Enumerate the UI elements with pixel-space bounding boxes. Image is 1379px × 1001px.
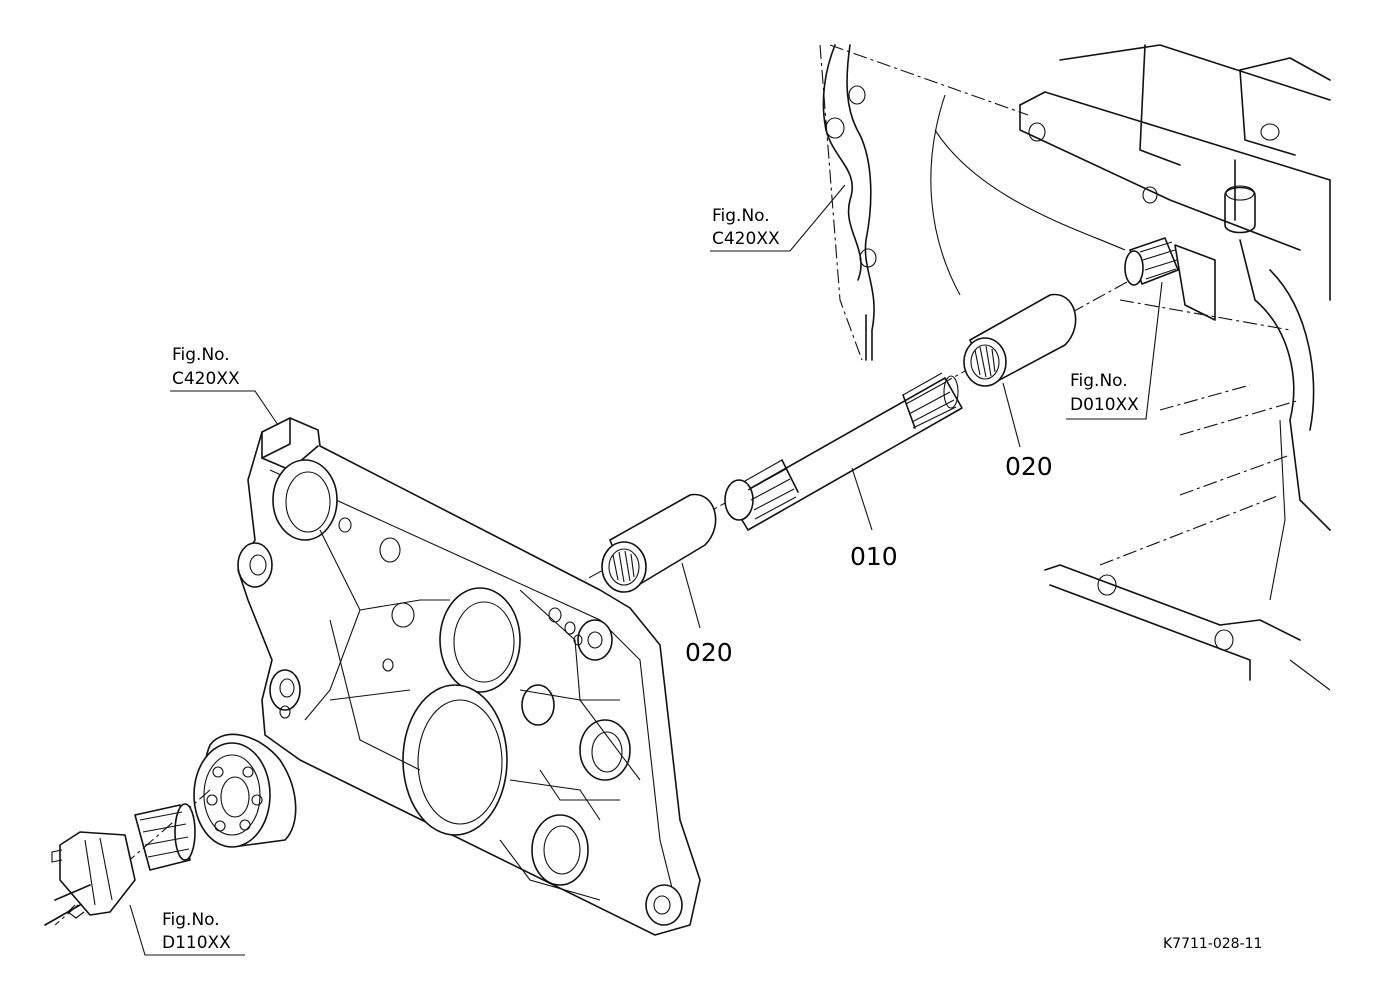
drawing-code: K7711-028-11 <box>1163 936 1262 952</box>
ref-label-d010-line1: Fig.No. <box>1070 371 1128 391</box>
part-number-bushing-left: 020 <box>685 638 733 667</box>
ref-label-d010-line2: D010XX <box>1070 395 1139 415</box>
ref-label-d110-line1: Fig.No. <box>162 910 220 930</box>
shaft <box>724 372 963 531</box>
leader-lines <box>129 184 1163 956</box>
ref-label-c420-top-line1: Fig.No. <box>712 206 770 226</box>
bushing-left <box>601 493 717 593</box>
bushing-right <box>963 293 1077 387</box>
ref-label-c420-left-line1: Fig.No. <box>172 345 230 365</box>
ball-bearing <box>193 733 297 848</box>
cover-plate <box>237 417 701 936</box>
part-number-bushing-right: 020 <box>1005 452 1053 481</box>
pinion-gear-right <box>1124 237 1179 286</box>
input-shaft-gear <box>44 789 211 926</box>
ref-label-d110-line2: D110XX <box>162 933 231 953</box>
transmission-case <box>819 44 1331 691</box>
part-number-shaft: 010 <box>850 542 898 571</box>
ref-label-c420-top-line2: C420XX <box>712 229 780 249</box>
ref-label-c420-left-line2: C420XX <box>172 369 240 389</box>
